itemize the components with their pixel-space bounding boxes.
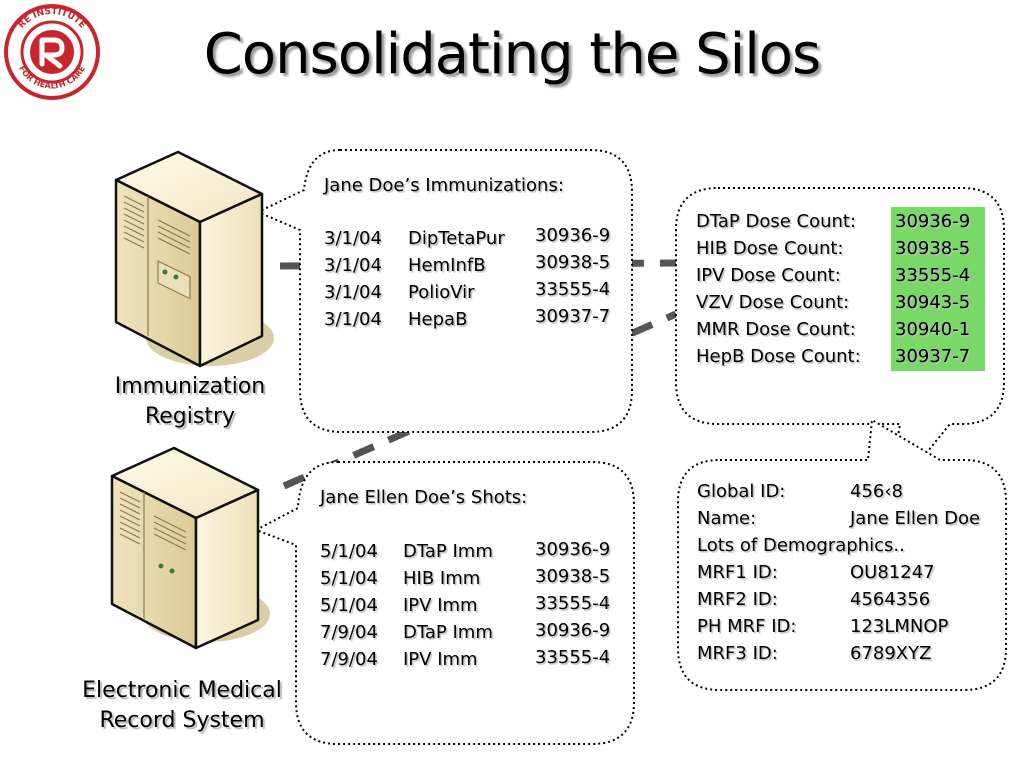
server-label-line: Electronic Medical (82, 678, 282, 703)
server-icon (114, 150, 274, 368)
institute-logo-icon: RE INSTITUTE FOR HEALTH CARE (4, 4, 100, 100)
server-label-emr: Electronic Medical Record System (70, 676, 294, 736)
dose-code: 30943-5 (895, 292, 971, 313)
registry-code: 30937-7 (535, 306, 611, 327)
emr-vaccine: HIB Imm (403, 568, 481, 589)
dose-label: VZV Dose Count: (696, 292, 850, 313)
dose-label: HepB Dose Count: (696, 346, 861, 367)
emr-dates: 5/1/04 5/1/04 5/1/04 7/9/04 7/9/04 (320, 538, 378, 673)
registry-dates: 3/1/04 3/1/04 3/1/04 3/1/04 (324, 225, 382, 333)
dose-code: 30938-5 (895, 238, 971, 259)
dose-label: IPV Dose Count: (696, 265, 841, 286)
emr-date: 5/1/04 (320, 568, 378, 589)
id-values: 456‹8 Jane Ellen Doe OU81247 4564356 123… (850, 478, 980, 667)
id-value: 456‹8 (850, 481, 904, 502)
id-value (850, 532, 980, 559)
registry-code: 30936-9 (535, 225, 611, 246)
id-label: MRF1 ID: (697, 562, 778, 583)
id-label: Name: (697, 508, 757, 529)
emr-code: 30936-9 (535, 620, 611, 641)
dose-labels: DTaP Dose Count: HIB Dose Count: IPV Dos… (696, 208, 861, 370)
emr-date: 5/1/04 (320, 595, 378, 616)
registry-vaccine: PolioVir (408, 282, 475, 303)
server-label-line: Registry (144, 404, 236, 429)
emr-callout (253, 461, 635, 745)
emr-codes: 30936-9 30938-5 33555-4 30936-9 33555-4 (535, 536, 610, 671)
id-label: Global ID: (697, 481, 786, 502)
callout-bubbles (253, 149, 1007, 745)
id-value: Jane Ellen Doe (850, 508, 981, 529)
emr-date: 7/9/04 (320, 622, 378, 643)
id-label: Lots of Demographics.. (697, 535, 905, 556)
registry-code: 30938-5 (535, 252, 611, 273)
registry-vaccine: HemInfB (408, 255, 486, 276)
id-value: 6789XYZ (850, 643, 932, 664)
registry-date: 3/1/04 (324, 255, 382, 276)
dose-highlight-column (891, 207, 985, 371)
registry-date: 3/1/04 (324, 309, 382, 330)
registry-heading: Jane Doe’s Immunizations: (324, 175, 564, 196)
emr-vaccines: DTaP Imm HIB Imm IPV Imm DTaP Imm IPV Im… (403, 538, 493, 673)
server-label-line: Record System (99, 708, 265, 733)
dose-codes: 30936-9 30938-5 33555-4 30943-5 30940-1 … (895, 208, 970, 370)
emr-date: 7/9/04 (320, 649, 378, 670)
emr-heading: Jane Ellen Doe’s Shots: (320, 487, 528, 508)
id-value: 4564356 (850, 589, 931, 610)
id-label: MRF3 ID: (697, 643, 778, 664)
registry-vaccine: HepaB (408, 309, 468, 330)
emr-vaccine: DTaP Imm (403, 541, 493, 562)
server-label-registry: Immunization Registry (90, 372, 290, 432)
id-label: MRF2 ID: (697, 589, 778, 610)
server-icon (110, 446, 270, 650)
id-value: 123LMNOP (850, 616, 949, 637)
emr-code: 30936-9 (535, 539, 611, 560)
emr-vaccine: DTaP Imm (403, 622, 493, 643)
registry-vaccines: DipTetaPur HemInfB PolioVir HepaB (408, 225, 505, 333)
emr-vaccine: IPV Imm (403, 595, 478, 616)
id-value: OU81247 (850, 562, 935, 583)
server-label-line: Immunization (114, 374, 266, 399)
id-label: PH MRF ID: (697, 616, 797, 637)
registry-codes: 30936-9 30938-5 33555-4 30937-7 (535, 222, 610, 330)
dose-code: 30940-1 (895, 319, 971, 340)
emr-code: 30938-5 (535, 566, 611, 587)
id-callout (677, 418, 1007, 691)
dose-code: 33555-4 (895, 265, 971, 286)
emr-code: 33555-4 (535, 647, 611, 668)
dose-label: MMR Dose Count: (696, 319, 856, 340)
registry-code: 33555-4 (535, 279, 611, 300)
registry-vaccine: DipTetaPur (408, 228, 505, 249)
registry-date: 3/1/04 (324, 282, 382, 303)
dose-code: 30936-9 (895, 211, 971, 232)
id-labels: Global ID: Name: Lots of Demographics.. … (697, 478, 905, 667)
dose-code: 30937-7 (895, 346, 971, 367)
page-title: Consolidating the Silos (203, 22, 821, 87)
emr-vaccine: IPV Imm (403, 649, 478, 670)
dose-label: HIB Dose Count: (696, 238, 844, 259)
emr-date: 5/1/04 (320, 541, 378, 562)
emr-code: 33555-4 (535, 593, 611, 614)
dose-label: DTaP Dose Count: (696, 211, 857, 232)
registry-callout (255, 149, 633, 433)
registry-date: 3/1/04 (324, 228, 382, 249)
